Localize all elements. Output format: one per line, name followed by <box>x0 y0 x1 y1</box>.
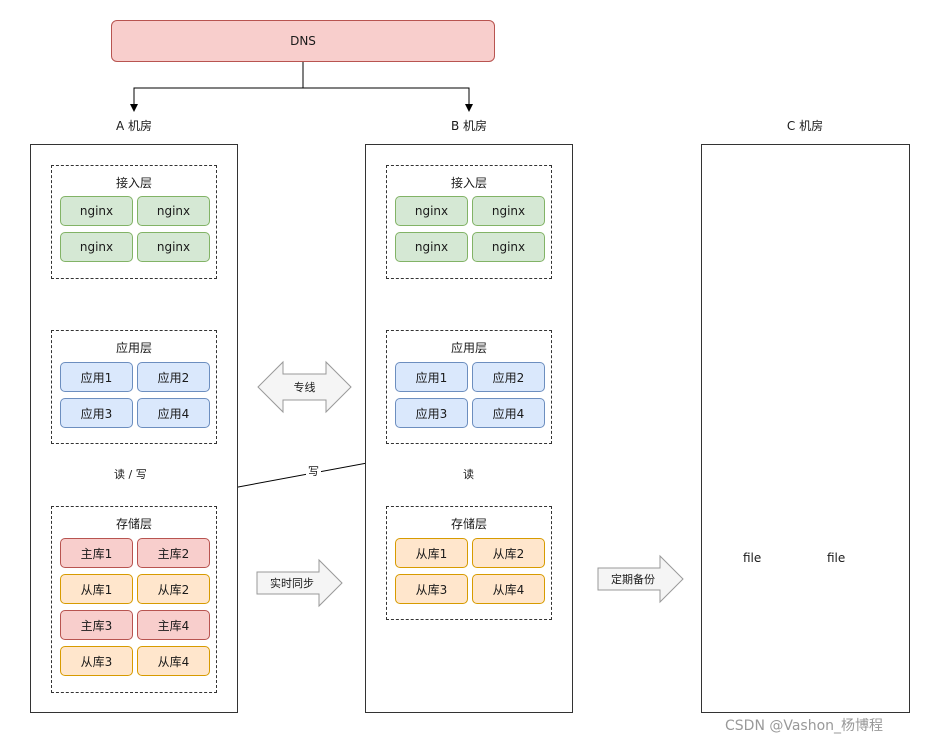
a-slave-db-node: 从库3 <box>60 646 133 676</box>
scheduled-backup-arrow <box>597 554 684 604</box>
realtime-sync-arrow <box>256 558 343 608</box>
b-app-node: 应用3 <box>395 398 468 428</box>
a-app-node: 应用3 <box>60 398 133 428</box>
a-storage-layer: 存储层 主库1 主库2 从库1 从库2 主库3 主库4 从库3 从库4 <box>51 506 217 693</box>
dedicated-line-label: 专线 <box>293 381 316 394</box>
dedicated-line-arrow <box>257 360 352 414</box>
a-app-node: 应用2 <box>137 362 210 392</box>
a-nginx-node: nginx <box>137 232 210 262</box>
a-slave-db-node: 从库2 <box>137 574 210 604</box>
b-slave-db-node: 从库3 <box>395 574 468 604</box>
b-app-layer-title: 应用层 <box>450 341 487 355</box>
a-access-layer-title: 接入层 <box>115 176 152 190</box>
b-read-label: 读 <box>461 468 476 482</box>
room-c-label: C 机房 <box>786 119 824 133</box>
b-app-node: 应用4 <box>472 398 545 428</box>
b-storage-layer: 存储层 从库1 从库2 从库3 从库4 <box>386 506 552 620</box>
a-master-db-node: 主库4 <box>137 610 210 640</box>
realtime-sync-label: 实时同步 <box>270 577 314 590</box>
b-write-label: 写 <box>306 465 321 479</box>
b-nginx-node: nginx <box>472 196 545 226</box>
a-nginx-node: nginx <box>60 196 133 226</box>
a-master-db-node: 主库3 <box>60 610 133 640</box>
b-nginx-node: nginx <box>472 232 545 262</box>
a-app-node: 应用4 <box>137 398 210 428</box>
a-read-write-label: 读 / 写 <box>112 468 149 482</box>
b-storage-layer-title: 存储层 <box>450 517 487 531</box>
a-storage-layer-title: 存储层 <box>115 517 152 531</box>
b-slave-db-node: 从库1 <box>395 538 468 568</box>
room-c <box>701 144 910 713</box>
a-slave-db-node: 从库4 <box>137 646 210 676</box>
b-slave-db-node: 从库4 <box>472 574 545 604</box>
room-a-label: A 机房 <box>115 119 153 133</box>
a-master-db-node: 主库1 <box>60 538 133 568</box>
dns-to-a-connector <box>130 62 304 112</box>
dns-box: DNS <box>111 20 495 62</box>
b-access-layer: 接入层 nginx nginx nginx nginx <box>386 165 552 279</box>
b-nginx-node: nginx <box>395 196 468 226</box>
dns-label: DNS <box>290 34 316 48</box>
b-access-layer-title: 接入层 <box>450 176 487 190</box>
b-app-layer: 应用层 应用1 应用2 应用3 应用4 <box>386 330 552 444</box>
a-slave-db-node: 从库1 <box>60 574 133 604</box>
file-label: file <box>827 551 846 565</box>
a-nginx-node: nginx <box>137 196 210 226</box>
scheduled-backup-label: 定期备份 <box>611 573 655 586</box>
a-access-layer: 接入层 nginx nginx nginx nginx <box>51 165 217 279</box>
b-app-node: 应用1 <box>395 362 468 392</box>
a-app-layer-title: 应用层 <box>115 341 152 355</box>
a-nginx-node: nginx <box>60 232 133 262</box>
dns-to-b-connector <box>303 87 473 112</box>
a-app-layer: 应用层 应用1 应用2 应用3 应用4 <box>51 330 217 444</box>
file-label: file <box>743 551 762 565</box>
a-master-db-node: 主库2 <box>137 538 210 568</box>
a-app-node: 应用1 <box>60 362 133 392</box>
b-nginx-node: nginx <box>395 232 468 262</box>
room-b-label: B 机房 <box>450 119 488 133</box>
csdn-watermark: CSDN @Vashon_杨博程 <box>725 718 884 734</box>
b-slave-db-node: 从库2 <box>472 538 545 568</box>
b-app-node: 应用2 <box>472 362 545 392</box>
